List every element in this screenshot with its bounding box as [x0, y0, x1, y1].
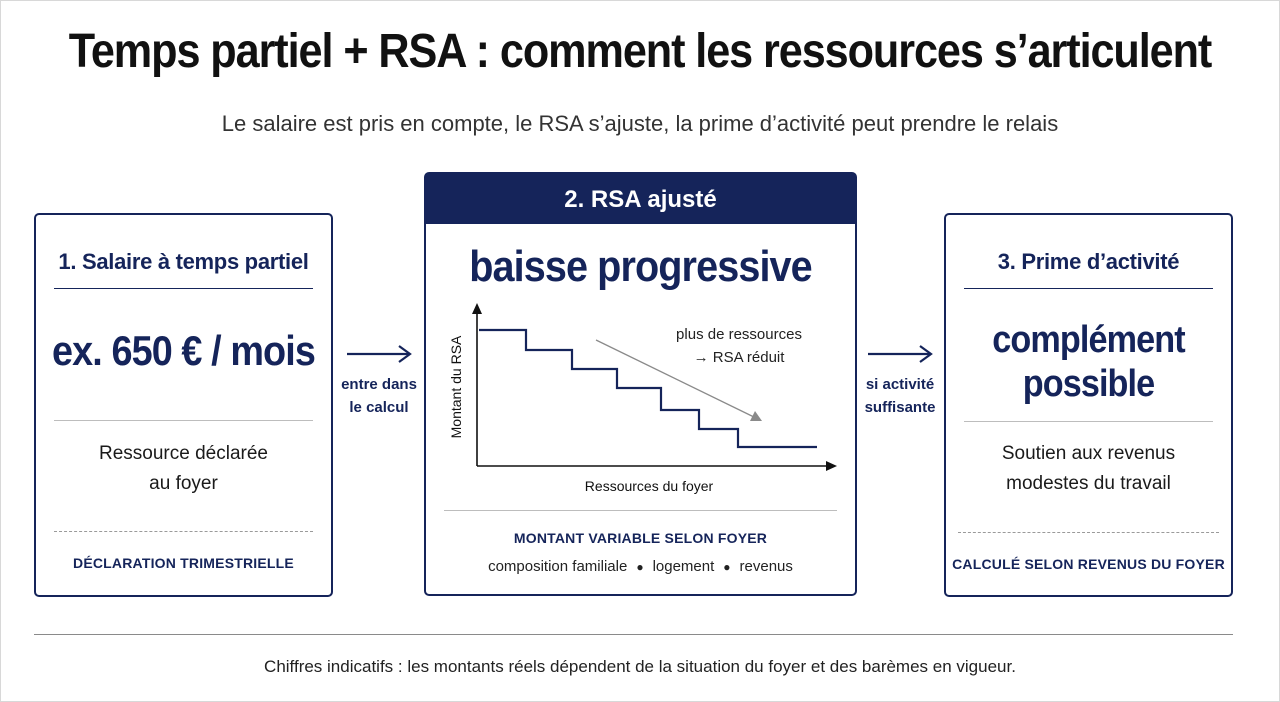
- step-salary-description-line2: au foyer: [149, 473, 218, 494]
- chart-y-axis-arrowhead: [472, 303, 482, 314]
- chart-y-axis-label: Montant du RSA: [448, 335, 464, 438]
- arrow-right-icon: [347, 345, 412, 363]
- connector-rsa-to-prime-line2: suffisante: [864, 399, 936, 416]
- step-rsa-card: 2. RSA ajusté baisse progressive plus de…: [424, 172, 857, 596]
- step-prime-description-line1: Soutien aux revenus: [1001, 443, 1176, 464]
- connector-salary-to-rsa: entre dans le calcul: [334, 343, 424, 419]
- connector-rsa-to-prime: si activité suffisante: [856, 343, 944, 419]
- step-rsa-divider: [444, 510, 837, 511]
- step-prime-dashed-rule: [958, 532, 1219, 533]
- bullet-icon: ●: [723, 560, 731, 574]
- chart-annotation-line2: → RSA réduit: [694, 349, 786, 366]
- step-salary-heading-rule: [54, 288, 313, 289]
- step-prime-value-line1: complément: [992, 319, 1185, 361]
- step-salary-description-line1: Ressource déclarée: [99, 443, 268, 464]
- step-prime-divider: [964, 421, 1213, 422]
- step-prime-heading-rule: [964, 288, 1213, 289]
- step-rsa-caption: MONTANT VARIABLE SELON FOYER: [513, 530, 768, 546]
- footnote: Chiffres indicatifs : les montants réels…: [264, 657, 1016, 676]
- chart-x-axis-arrowhead: [826, 461, 837, 471]
- bullet-icon: ●: [636, 560, 644, 574]
- chart-x-axis-label: Ressources du foyer: [585, 478, 714, 494]
- step-prime-heading: 3. Prime d’activité: [997, 249, 1180, 274]
- footer-rule: [34, 634, 1233, 635]
- chart-annotation-line1: plus de ressources: [676, 326, 802, 343]
- rsa-step-line: [479, 328, 817, 449]
- step-salary-heading: 1. Salaire à temps partiel: [58, 249, 309, 274]
- step-rsa-header: 2. RSA ajusté: [426, 174, 855, 224]
- factor-item: revenus: [739, 558, 793, 575]
- step-rsa-value: baisse progressive: [469, 242, 813, 291]
- arrow-right-icon: [868, 345, 933, 363]
- connector-salary-to-rsa-line1: entre dans: [341, 376, 417, 393]
- step-salary-card: 1. Salaire à temps partiel ex. 650 € / m…: [34, 213, 333, 597]
- step-salary-divider: [54, 420, 313, 421]
- step-prime-caption: CALCULÉ SELON REVENUS DU FOYER: [952, 556, 1225, 572]
- trend-arrow-line: [595, 339, 759, 420]
- factor-item: logement: [652, 558, 715, 575]
- page-subtitle: Le salaire est pris en compte, le RSA s’…: [221, 111, 1059, 136]
- page-title: Temps partiel + RSA : comment les ressou…: [68, 25, 1213, 78]
- step-salary-caption: DÉCLARATION TRIMESTRIELLE: [73, 555, 294, 571]
- step-prime-value-line2: possible: [1022, 363, 1155, 405]
- step-salary-value: ex. 650 € / mois: [52, 327, 316, 374]
- rsa-step-chart: plus de ressources → RSA réduit Montant …: [448, 303, 837, 494]
- step-prime-description-line2: modestes du travail: [1006, 473, 1171, 494]
- step-rsa-factors: composition familiale ● logement ● revenus: [426, 558, 855, 575]
- trend-arrowhead: [750, 411, 762, 421]
- step-salary-dashed-rule: [54, 531, 313, 532]
- connector-rsa-to-prime-line1: si activité: [865, 376, 935, 393]
- connector-salary-to-rsa-line2: le calcul: [349, 399, 409, 416]
- step-prime-card: 3. Prime d’activité complément possible …: [944, 213, 1233, 597]
- factor-item: composition familiale: [488, 558, 628, 575]
